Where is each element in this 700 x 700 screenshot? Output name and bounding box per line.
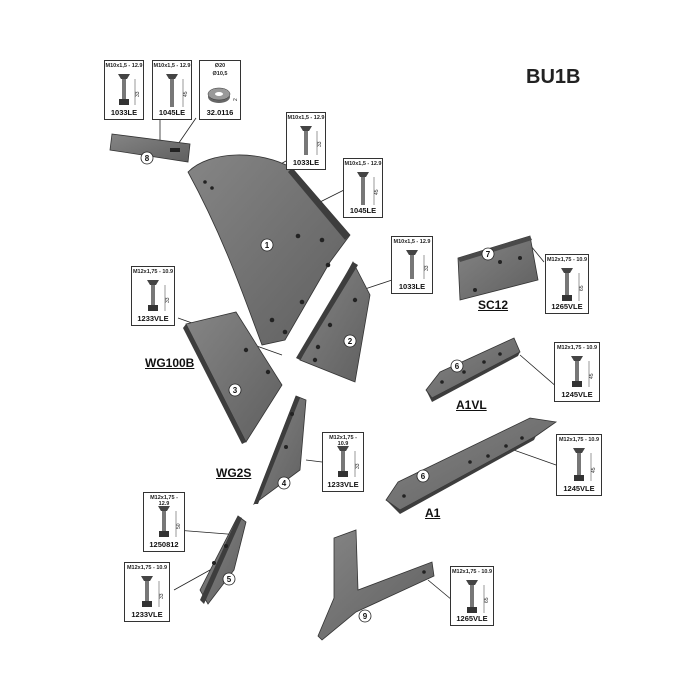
bolt-length: 65 <box>579 285 585 291</box>
part-code: 1233VLE <box>327 480 359 489</box>
bolt-icon <box>466 580 485 613</box>
bolt-box-1245vle-a: M12x1,75 - 10.9 45 1245VLE <box>554 342 600 402</box>
bolt-box-1250812: M12x1,75 - 12.9 50 1250812 <box>143 492 185 552</box>
part-8-strip <box>109 133 191 163</box>
callout-1: 1 <box>265 241 270 250</box>
bolt-spec: M12x1,75 - 10.9 <box>132 269 174 275</box>
bolt-icon <box>158 506 177 537</box>
part-7-strip <box>457 235 539 301</box>
callout-9: 9 <box>363 612 368 621</box>
callout-3: 3 <box>233 386 238 395</box>
bolt-length: 45 <box>374 189 380 195</box>
bolt-spec: M12x1,75 - 10.9 <box>126 565 168 571</box>
bolt-length: 33 <box>355 463 361 469</box>
washer-spec: Ø20 <box>214 63 226 69</box>
bolt-length: 50 <box>176 523 182 529</box>
page-title: BU1B <box>526 66 581 88</box>
part-5-point <box>199 515 247 605</box>
label-sc12: SC12 <box>478 298 509 312</box>
part-code: 1033LE <box>398 282 426 291</box>
callout-6a: 6 <box>455 362 460 371</box>
part-3-share <box>183 311 283 444</box>
bolt-spec: M10x1,5 - 12.9 <box>344 161 382 167</box>
bolt-icon <box>561 268 580 301</box>
bolt-icon <box>406 250 425 279</box>
washer-icon <box>207 87 231 103</box>
washer-box-32-0116: Ø20 Ø10,5 2 32.0116 <box>199 60 241 120</box>
bolt-spec: M10x1,5 - 12.9 <box>393 239 431 245</box>
part-2-wing <box>296 261 371 383</box>
bolt-box-1045le: M10x1,5 - 12.9 45 1045LE <box>152 60 192 120</box>
label-wg100b: WG100B <box>145 356 195 370</box>
callout-4: 4 <box>282 479 287 488</box>
part-callouts <box>140 151 495 623</box>
part-9-landside <box>317 529 435 641</box>
part-code: 1233VLE <box>131 610 163 619</box>
part-6-a1 <box>385 417 558 514</box>
bolt-spec: M12x1,75 - 10.9 <box>451 569 493 575</box>
bolt-icon <box>118 74 136 105</box>
label-wg2s: WG2S <box>216 466 252 480</box>
bolt-box-1233vle-c: M12x1,75 - 10.9 33 1233VLE <box>124 562 170 622</box>
part-code: 1245VLE <box>563 484 595 493</box>
bolt-length: 33 <box>317 141 323 147</box>
bolt-box-1033le-c: M10x1,5 - 12.9 33 1033LE <box>391 236 433 294</box>
bolt-box-1233vle-a: M12x1,75 - 10.9 33 1233VLE <box>131 266 175 326</box>
part-code: 32.0116 <box>206 108 234 117</box>
part-code: 1250812 <box>149 540 179 549</box>
bolt-length: 33 <box>135 91 141 97</box>
bolt-length: 33 <box>165 297 171 303</box>
bolt-icon <box>147 280 166 311</box>
bolt-icon <box>571 356 590 387</box>
bolt-box-1033le-b: M10x1,5 - 12.9 33 1033LE <box>286 112 326 170</box>
bolt-spec: M12x1,75 - 10.9 <box>558 437 600 443</box>
part-4-share <box>253 395 307 506</box>
bolt-box-1265vle-b: M12x1,75 - 10.9 65 1265VLE <box>450 566 494 626</box>
callout-6b: 6 <box>421 472 426 481</box>
bolt-box-1265vle-a: M12x1,75 - 10.9 65 1265VLE <box>545 254 589 314</box>
bolt-spec: M12x1,75 - 10.9 <box>329 435 357 447</box>
bolt-spec: M12x1,75 - 10.9 <box>546 257 588 263</box>
part-code: 1033LE <box>292 158 320 167</box>
bolt-spec: M10x1,5 - 12.9 <box>287 115 325 121</box>
bolt-box-1245vle-b: M12x1,75 - 10.9 45 1245VLE <box>556 434 602 496</box>
part-code: 1265VLE <box>551 302 583 311</box>
bolt-length: 33 <box>159 593 165 599</box>
bolt-spec: M10x1,5 - 12.9 <box>153 63 191 69</box>
callout-5: 5 <box>227 575 232 584</box>
label-a1vl: A1VL <box>456 398 487 412</box>
bolt-spec: M12x1,75 - 10.9 <box>556 345 598 351</box>
bolt-icon <box>300 126 318 155</box>
part-code: 1265VLE <box>456 614 488 623</box>
bolt-icon <box>141 576 160 607</box>
label-a1: A1 <box>425 506 441 520</box>
bolt-icon <box>166 74 184 107</box>
bolt-length: 33 <box>424 265 430 271</box>
callout-8: 8 <box>145 154 150 163</box>
bolt-icon <box>337 446 356 477</box>
part-code: 1033LE <box>110 108 138 117</box>
bolt-length: 65 <box>484 597 490 603</box>
bolt-spec: M12x1,75 - 12.9 <box>150 495 178 507</box>
bolt-length: 45 <box>589 373 595 379</box>
washer-thickness: 2 <box>233 98 239 101</box>
bolt-spec: M10x1,5 - 12.9 <box>105 63 143 69</box>
bolt-icon <box>357 172 375 205</box>
part-6-a1vl <box>425 337 521 402</box>
bolt-box-1033le: M10x1,5 - 12.9 33 1033LE <box>104 60 144 120</box>
part-code: 1045LE <box>158 108 186 117</box>
callout-2: 2 <box>348 337 353 346</box>
part-code: 1245VLE <box>561 390 593 399</box>
bolt-icon <box>573 448 592 481</box>
part-code: 1233VLE <box>137 314 169 323</box>
bolt-box-1045le-b: M10x1,5 - 12.9 45 1045LE <box>343 158 383 218</box>
callout-7: 7 <box>486 250 491 259</box>
part-code: 1045LE <box>349 206 377 215</box>
bolt-length: 45 <box>183 91 189 97</box>
washer-inner-dim: Ø10,5 <box>212 71 228 77</box>
bolt-length: 45 <box>591 467 597 473</box>
bolt-box-1233vle-b: M12x1,75 - 10.9 33 1233VLE <box>322 432 364 492</box>
